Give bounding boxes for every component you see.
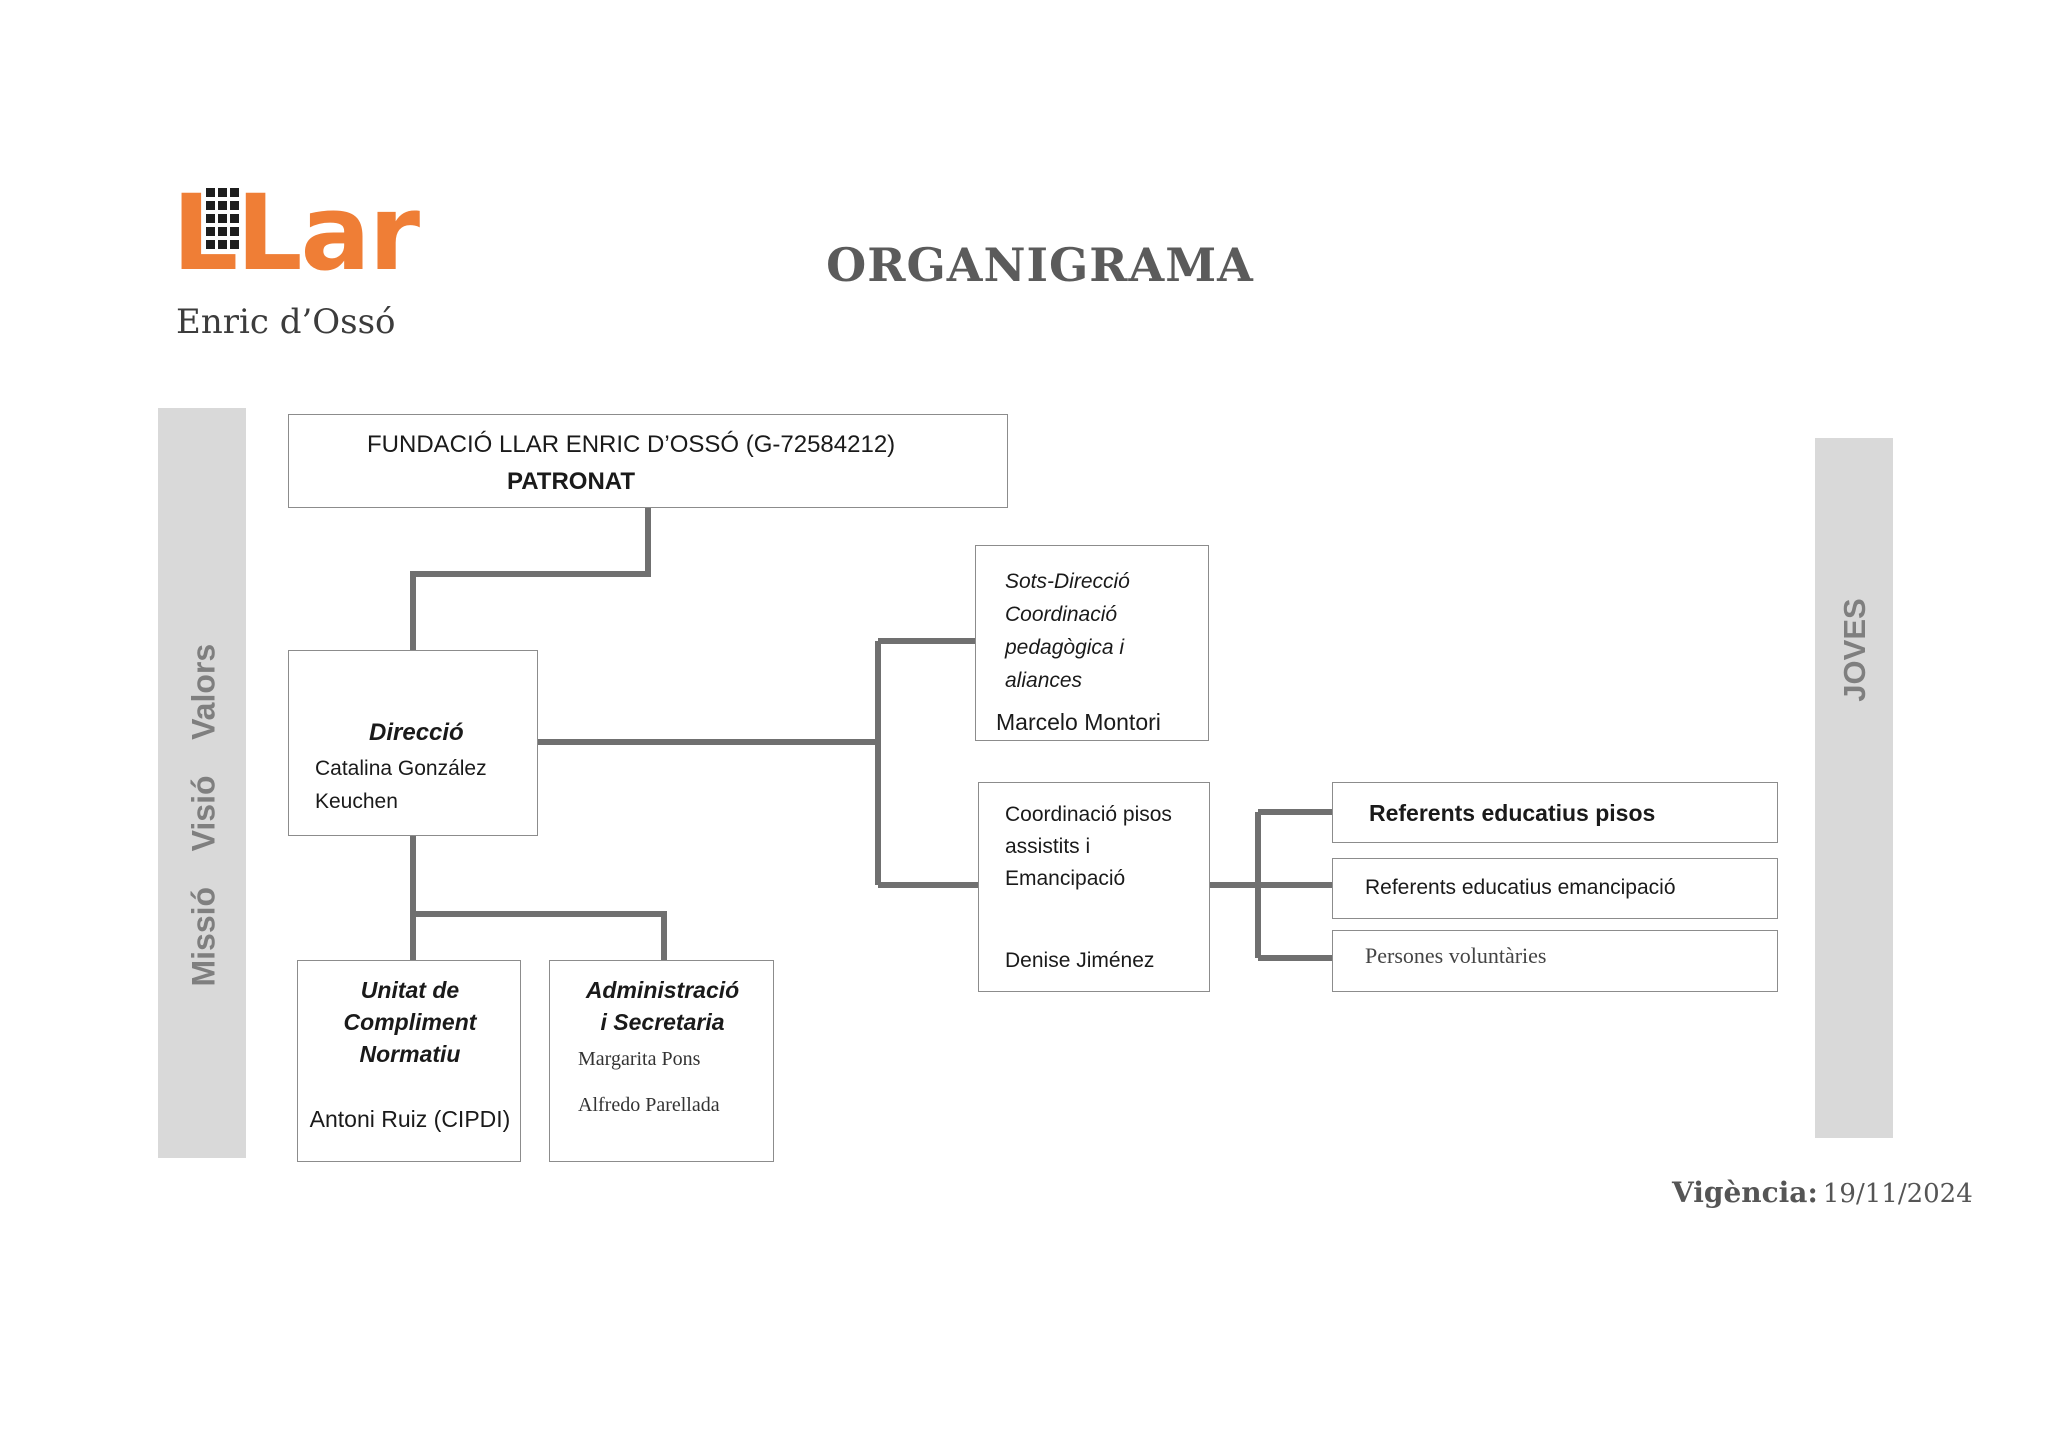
unitat-compliment-box: Unitat de Compliment Normatiu Antoni Rui…: [297, 960, 521, 1162]
referents-emancipacio-label: Referents educatius emancipació: [1365, 876, 1676, 899]
sidebar-right-label: JOVES: [1837, 598, 1872, 702]
logo-building-letter: L: [172, 172, 238, 294]
logo: LLar Enric d’Ossó: [172, 174, 432, 354]
connector-patronat-direccio: [410, 508, 651, 650]
coordinacio-line1: Coordinació pisos: [1005, 803, 1172, 826]
administracio-line1: Administració: [585, 977, 740, 1003]
administracio-name1: Margarita Pons: [578, 1048, 701, 1070]
connector-bottom-bar: [413, 911, 667, 960]
sots-direccio-line3: pedagògica i: [1005, 636, 1125, 659]
sidebar-mission-vision-values: Missió Visió Valors: [158, 408, 246, 1158]
referents-pisos-box: Referents educatius pisos: [1332, 782, 1778, 843]
logo-subtitle: Enric d’Ossó: [176, 302, 396, 342]
page-title: ORGANIGRAMA: [826, 238, 1254, 292]
logo-windows-icon: [206, 188, 242, 260]
direccio-name-line2: Keuchen: [315, 790, 398, 813]
unitat-name: Antoni Ruiz (CIPDI): [309, 1106, 511, 1132]
coordinacio-name: Denise Jiménez: [1005, 949, 1155, 972]
patronat-label: PATRONAT: [507, 468, 635, 495]
coordinacio-line3: Emancipació: [1005, 867, 1126, 890]
persones-voluntaries-label: Persones voluntàries: [1365, 943, 1547, 968]
direccio-box: Direcció Catalina González Keuchen: [288, 650, 538, 836]
referents-pisos-label: Referents educatius pisos: [1369, 800, 1656, 826]
patronat-box: FUNDACIÓ LLAR ENRIC D’OSSÓ (G-72584212) …: [288, 414, 1008, 508]
patronat-foundation-name: FUNDACIÓ LLAR ENRIC D’OSSÓ (G-72584212): [367, 431, 896, 458]
coordinacio-line2: assistits i: [1005, 835, 1091, 858]
persones-voluntaries-box: Persones voluntàries: [1332, 930, 1778, 992]
sots-direccio-line2: Coordinació: [1005, 603, 1118, 626]
sots-direccio-line1: Sots-Direcció: [1005, 570, 1130, 593]
direccio-name-line1: Catalina González: [315, 757, 487, 780]
sots-direccio-box: Sots-Direcció Coordinació pedagògica i a…: [975, 545, 1209, 741]
coordinacio-box: Coordinació pisos assistits i Emancipaci…: [978, 782, 1210, 992]
administracio-box: Administració i Secretaria Margarita Pon…: [549, 960, 774, 1162]
sots-direccio-line4: aliances: [1005, 669, 1083, 692]
referents-emancipacio-box: Referents educatius emancipació: [1332, 858, 1778, 919]
administracio-name2: Alfredo Parellada: [578, 1094, 720, 1116]
vigencia-date: 19/11/2024: [1822, 1179, 1973, 1209]
unitat-line3: Normatiu: [359, 1041, 461, 1067]
vigencia: Vigència: 19/11/2024: [1672, 1176, 1973, 1209]
unitat-line2: Compliment: [343, 1009, 477, 1035]
logo-wordmark: LLar: [172, 172, 420, 294]
sidebar-left-label: Missió Visió Valors: [185, 643, 222, 987]
sidebar-joves: JOVES: [1815, 438, 1893, 1138]
unitat-line1: Unitat de: [360, 977, 460, 1003]
sots-direccio-name: Marcelo Montori: [996, 709, 1161, 735]
administracio-line2: i Secretaria: [600, 1009, 725, 1035]
direccio-title: Direcció: [369, 719, 464, 746]
vigencia-label: Vigència:: [1672, 1176, 1818, 1209]
